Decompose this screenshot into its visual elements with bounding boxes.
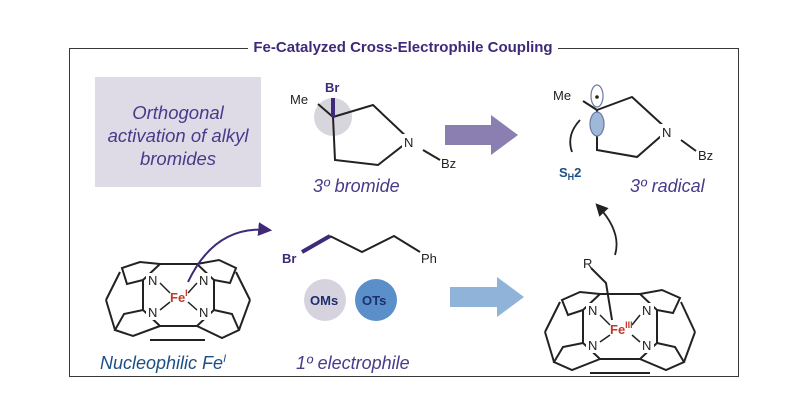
iron-one-label: FeI bbox=[170, 288, 188, 305]
tertiary-bromide-structure: Me Br N Bz bbox=[290, 80, 456, 171]
radical-benzoyl-label: Bz bbox=[698, 148, 713, 163]
p-orbital-bottom-lobe bbox=[589, 111, 605, 137]
sh2-label: SH2 bbox=[559, 165, 581, 182]
radical-nitrogen-label: N bbox=[662, 125, 671, 140]
pfe1-n4: N bbox=[199, 305, 208, 320]
tertiary-radical-label: 3º radical bbox=[630, 176, 705, 196]
sh2-curve bbox=[569, 119, 581, 153]
primary-electrophile-structure: Br Ph bbox=[282, 234, 437, 266]
tertiary-bromide-label: 3º bromide bbox=[313, 176, 400, 196]
radical-methyl-label: Me bbox=[553, 88, 571, 103]
reaction-arrow-bottom bbox=[450, 277, 524, 317]
electrophile-bromine-label: Br bbox=[282, 251, 296, 266]
ots-label: OTs bbox=[362, 293, 386, 308]
pfe1-n3: N bbox=[148, 305, 157, 320]
oms-label: OMs bbox=[310, 293, 338, 308]
phenyl-label: Ph bbox=[421, 251, 437, 266]
pfe3-n4: N bbox=[642, 338, 651, 353]
iron-three-label: FeIII bbox=[610, 320, 633, 337]
benzoyl-label: Bz bbox=[441, 156, 456, 171]
figure-title: Fe-Catalyzed Cross-Electrophile Coupling bbox=[248, 38, 558, 58]
nucleophilic-attack-arrow bbox=[187, 222, 273, 283]
alkyl-r-label: R bbox=[583, 256, 592, 271]
tertiary-radical-structure: Me N Bz bbox=[553, 84, 713, 163]
porphyrin-fe1: N N N N FeI bbox=[105, 258, 251, 341]
nucleophilic-fe-label: Nucleophilic FeI bbox=[100, 353, 227, 373]
reaction-arrow-top bbox=[445, 115, 518, 155]
pfe1-n2: N bbox=[199, 273, 208, 288]
oms-circle bbox=[304, 279, 346, 321]
concept-panel bbox=[95, 77, 261, 187]
pfe3-n3: N bbox=[588, 338, 597, 353]
cycle-arrow bbox=[595, 203, 618, 256]
pfe3-n2: N bbox=[642, 303, 651, 318]
pfe1-n1: N bbox=[148, 273, 157, 288]
methyl-label: Me bbox=[290, 92, 308, 107]
porphyrin-fe3: N N N N R FeIII bbox=[544, 256, 696, 374]
bromine-label: Br bbox=[325, 80, 339, 95]
pfe3-n1: N bbox=[588, 303, 597, 318]
primary-electrophile-label: 1º electrophile bbox=[296, 353, 410, 373]
ots-circle bbox=[355, 279, 397, 321]
nitrogen-label: N bbox=[404, 135, 413, 150]
concept-panel-text: Orthogonal activation of alkyl bromides bbox=[107, 102, 249, 169]
radical-electron-dot bbox=[595, 95, 599, 99]
